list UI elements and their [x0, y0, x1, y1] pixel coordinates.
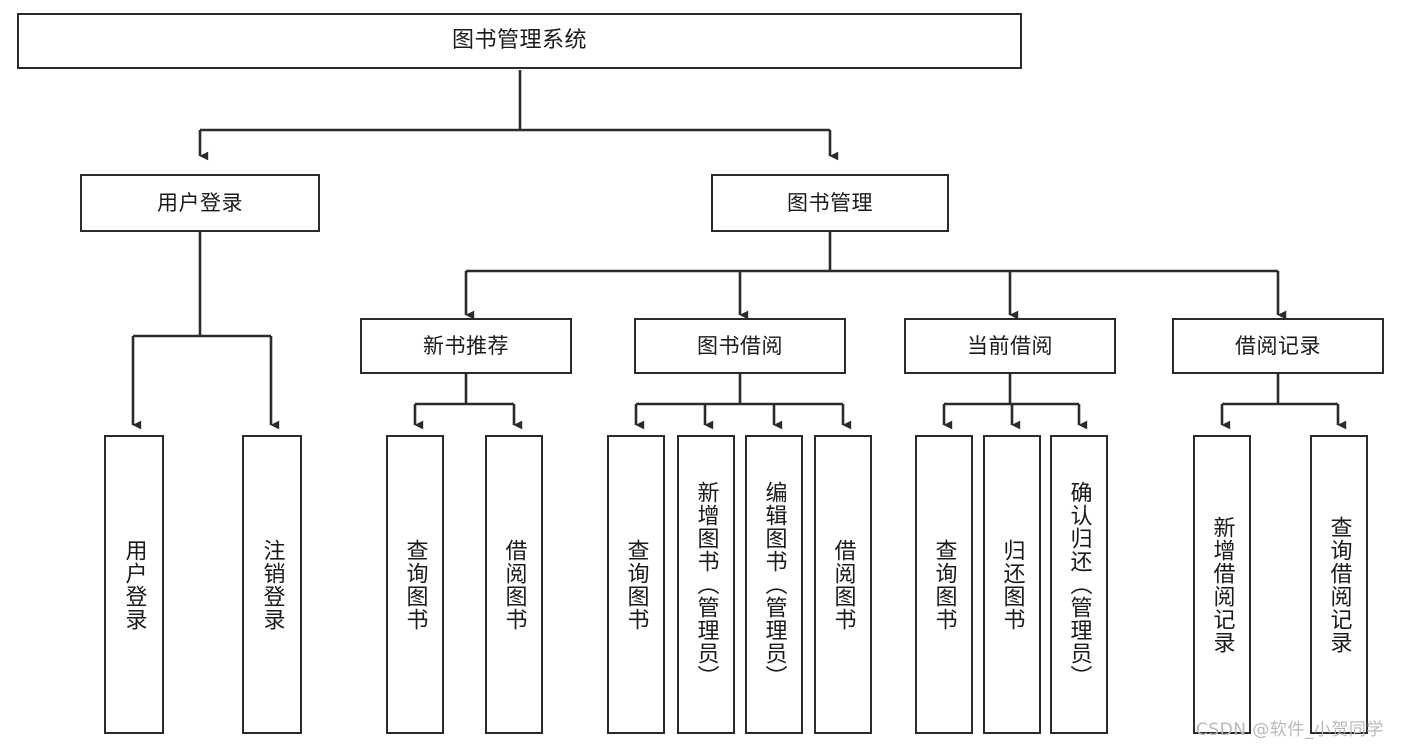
node-leaf-confirm-return-admin[interactable]: 确认归还（管理员）	[1050, 435, 1108, 734]
node-leaf-query-book-1-label: 查询图书	[402, 538, 428, 631]
node-leaf-user-login-label: 用户登录	[121, 538, 147, 631]
csdn-watermark: CSDN @软件_小贺同学	[1196, 720, 1384, 740]
node-book-borrow-label: 图书借阅	[697, 333, 783, 358]
node-leaf-query-book-2[interactable]: 查询图书	[607, 435, 665, 734]
node-leaf-add-borrow-record-label: 新增借阅记录	[1209, 515, 1235, 654]
node-book-manage[interactable]: 图书管理	[711, 174, 949, 232]
node-leaf-query-book-3[interactable]: 查询图书	[915, 435, 973, 734]
node-root-label: 图书管理系统	[451, 28, 587, 54]
node-leaf-confirm-return-admin-label: 确认归还（管理员）	[1066, 481, 1092, 688]
node-new-book-recommend[interactable]: 新书推荐	[360, 318, 572, 374]
node-root[interactable]: 图书管理系统	[17, 13, 1022, 69]
node-current-borrow-label: 当前借阅	[967, 333, 1053, 358]
node-leaf-logout-login[interactable]: 注销登录	[242, 435, 302, 734]
node-current-borrow[interactable]: 当前借阅	[904, 318, 1116, 374]
node-leaf-query-borrow-record-label: 查询借阅记录	[1326, 515, 1352, 654]
node-leaf-logout-login-label: 注销登录	[259, 538, 285, 631]
node-leaf-add-borrow-record[interactable]: 新增借阅记录	[1193, 435, 1251, 734]
node-leaf-borrow-book-1[interactable]: 借阅图书	[485, 435, 543, 734]
node-user-login-label: 用户登录	[157, 190, 243, 215]
node-leaf-edit-book-admin-label: 编辑图书（管理员）	[761, 481, 787, 688]
node-new-book-recommend-label: 新书推荐	[423, 333, 509, 358]
node-book-borrow[interactable]: 图书借阅	[634, 318, 846, 374]
node-user-login[interactable]: 用户登录	[80, 174, 320, 232]
node-borrow-record[interactable]: 借阅记录	[1172, 318, 1384, 374]
node-leaf-return-book[interactable]: 归还图书	[983, 435, 1041, 734]
node-leaf-query-book-2-label: 查询图书	[623, 538, 649, 631]
node-book-manage-label: 图书管理	[787, 190, 873, 215]
node-leaf-query-borrow-record[interactable]: 查询借阅记录	[1310, 435, 1368, 734]
node-leaf-query-book-3-label: 查询图书	[931, 538, 957, 631]
node-leaf-borrow-book-2-label: 借阅图书	[830, 538, 856, 631]
node-leaf-edit-book-admin[interactable]: 编辑图书（管理员）	[745, 435, 803, 734]
node-leaf-borrow-book-1-label: 借阅图书	[501, 538, 527, 631]
node-borrow-record-label: 借阅记录	[1235, 333, 1321, 358]
node-leaf-user-login[interactable]: 用户登录	[104, 435, 164, 734]
node-leaf-return-book-label: 归还图书	[999, 538, 1025, 631]
node-leaf-borrow-book-2[interactable]: 借阅图书	[814, 435, 872, 734]
node-leaf-add-book-admin[interactable]: 新增图书（管理员）	[677, 435, 735, 734]
node-leaf-query-book-1[interactable]: 查询图书	[386, 435, 444, 734]
node-leaf-add-book-admin-label: 新增图书（管理员）	[693, 481, 719, 688]
